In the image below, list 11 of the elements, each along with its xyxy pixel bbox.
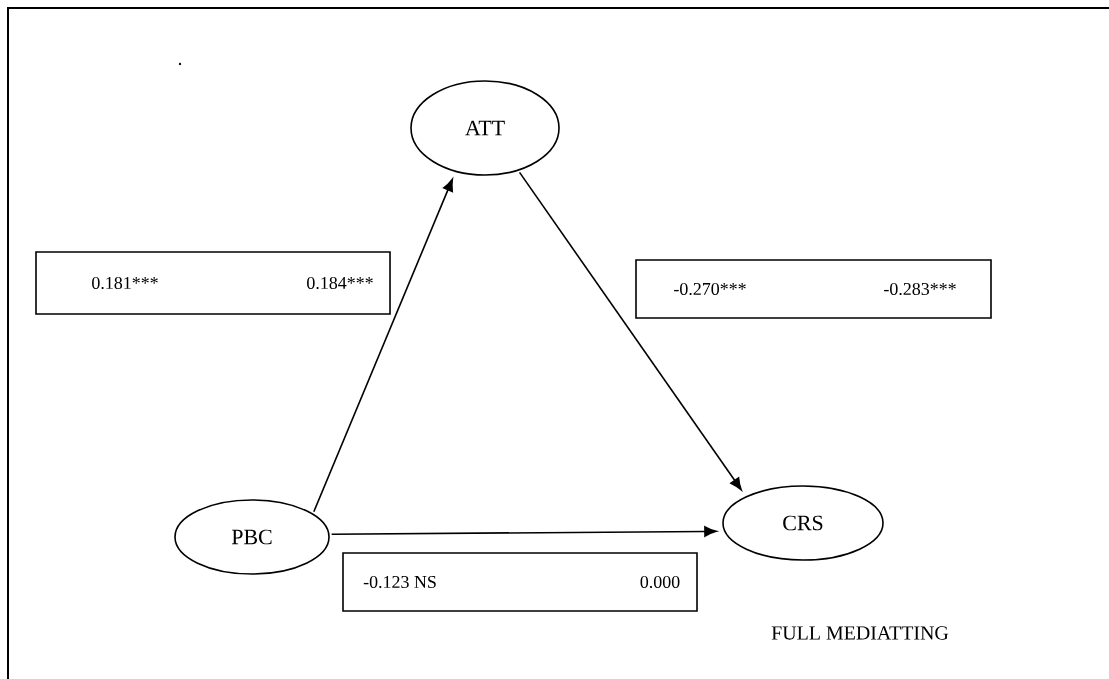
dot-mark: .	[178, 62, 182, 66]
arrow	[330, 526, 717, 537]
coefficient-box: 0.181*** 0.184***	[35, 251, 391, 315]
ellipse-node: PBC	[174, 499, 330, 575]
arrow	[313, 178, 454, 513]
ellipse-node: CRS	[722, 485, 884, 561]
arrow	[518, 171, 742, 491]
coefficient-box: -0.270*** -0.283***	[635, 259, 992, 319]
ellipse-node: ATT	[410, 80, 560, 176]
coefficient-box: -0.123 NS 0.000	[342, 552, 698, 612]
caption-text: FULL MEDIATTING	[771, 626, 949, 640]
